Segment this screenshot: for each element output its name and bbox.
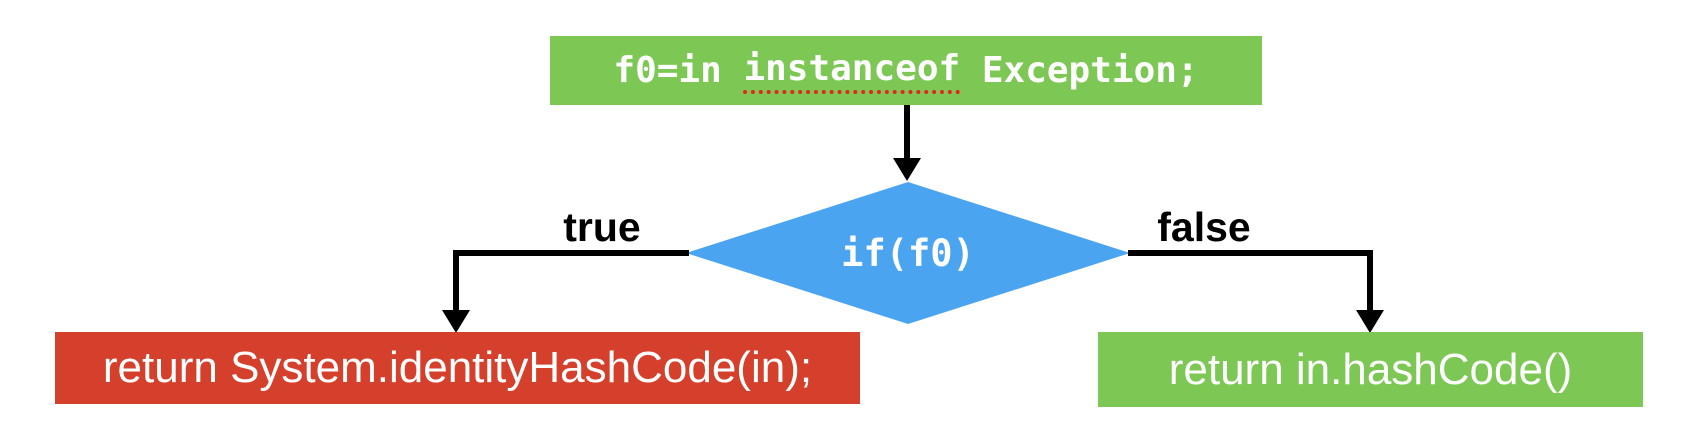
false-node-text: return in.hashCode() <box>1168 344 1573 394</box>
arrowhead-down-icon <box>893 158 921 181</box>
edge-assign-to-decision-line <box>904 105 910 160</box>
node-return-hashcode: return in.hashCode() <box>1098 332 1643 407</box>
assign-text-misspelled-instanceof: instanceof <box>743 48 961 94</box>
node-return-identity-hashcode: return System.identityHashCode(in); <box>55 332 860 404</box>
true-node-text: return System.identityHashCode(in); <box>102 343 813 392</box>
node-decision-diamond: if(f0) <box>686 182 1130 324</box>
edge-label-false: false <box>1157 204 1251 250</box>
arrowhead-down-icon <box>1356 310 1384 333</box>
arrowhead-down-icon <box>442 310 470 333</box>
decision-label: if(f0) <box>841 231 975 275</box>
node-assign-statement: f0=in instanceof Exception; <box>550 36 1262 105</box>
edge-false-vertical-line <box>1367 250 1373 312</box>
edge-true-horizontal-line <box>456 250 689 256</box>
assign-text-suffix: Exception; <box>960 50 1199 91</box>
edge-true-vertical-line <box>453 250 459 312</box>
edge-label-true: true <box>563 204 641 250</box>
assign-text-prefix: f0=in <box>613 50 744 91</box>
edge-false-horizontal-line <box>1128 250 1373 256</box>
